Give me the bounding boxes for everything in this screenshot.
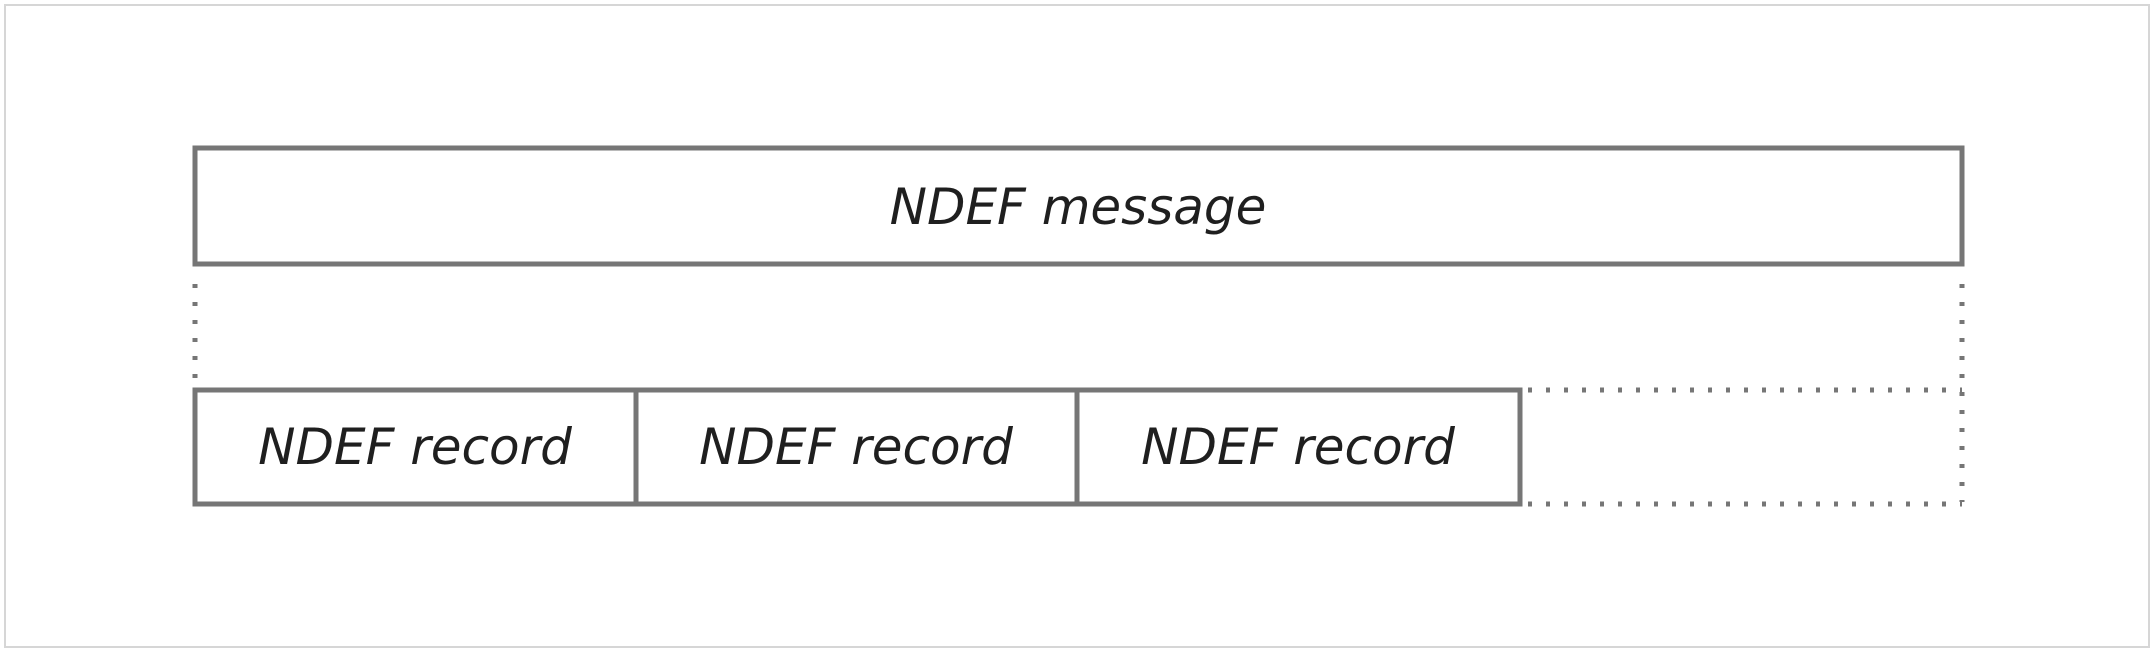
ndef-record-label-3: NDEF record bbox=[1141, 418, 1455, 476]
more-records-placeholder bbox=[1528, 387, 1962, 507]
ndef-record-label-2: NDEF record bbox=[699, 418, 1013, 476]
ndef-records-row: NDEF record NDEF record NDEF record bbox=[192, 387, 1523, 507]
diagram-frame bbox=[4, 4, 2150, 648]
ndef-message-rect bbox=[192, 145, 1965, 267]
ndef-record-label-1: NDEF record bbox=[258, 418, 572, 476]
ndef-message-box: NDEF message bbox=[192, 145, 1965, 267]
ndef-record-box-3 bbox=[1074, 387, 1523, 507]
ndef-message-label: NDEF message bbox=[890, 178, 1267, 236]
